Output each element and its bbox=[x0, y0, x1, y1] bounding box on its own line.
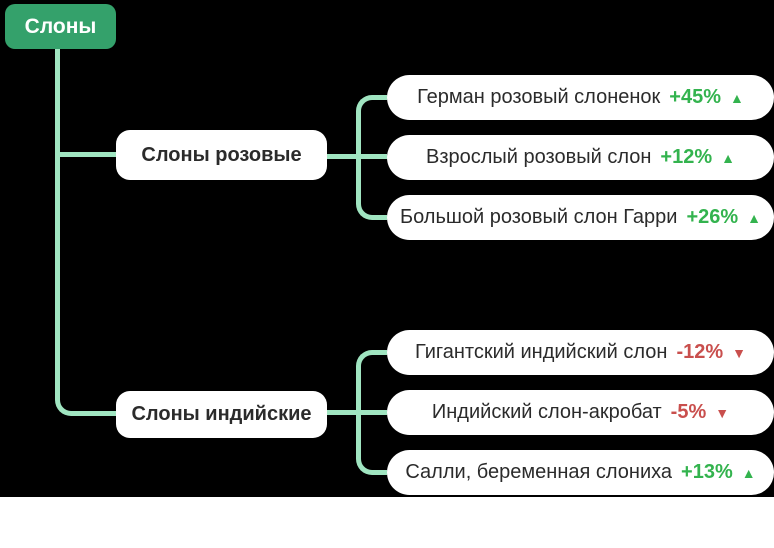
change-value: +12% bbox=[660, 146, 713, 168]
up-triangle-icon: ▲ bbox=[730, 89, 744, 106]
leaf-label: Герман розовый слоненок bbox=[417, 86, 661, 108]
root-node-label: Слоны bbox=[24, 14, 97, 38]
leaf-node-big-pink-harry: Большой розовый слон Гарри +26% ▲ bbox=[387, 195, 774, 240]
leaf-label: Индийский слон-акробат bbox=[431, 401, 662, 423]
leaf-node-sally: Салли, беременная слониха +13% ▲ bbox=[387, 450, 774, 495]
up-triangle-icon: ▲ bbox=[721, 149, 735, 166]
down-triangle-icon: ▼ bbox=[715, 404, 730, 421]
branch-node-indian: Слоны индийские bbox=[116, 391, 327, 438]
leaf-node-giant-indian: Гигантский индийский слон -12% ▼ bbox=[387, 330, 774, 375]
branch-node-indian-label: Слоны индийские bbox=[131, 403, 312, 425]
leaf-node-adult-pink: Взрослый розовый слон +12% ▲ bbox=[387, 135, 774, 180]
change-value: -12% bbox=[676, 341, 724, 363]
bracket-connector-indian bbox=[356, 350, 387, 475]
change-value: +13% bbox=[681, 461, 733, 483]
leaf-label: Салли, беременная слониха bbox=[405, 461, 673, 483]
leaf-label: Взрослый розовый слон bbox=[426, 146, 652, 168]
leaf-label: Гигантский индийский слон bbox=[415, 341, 668, 363]
branch-node-pink: Слоны розовые bbox=[116, 130, 327, 180]
root-node: Слоны bbox=[5, 4, 116, 49]
down-triangle-icon: ▼ bbox=[732, 344, 746, 361]
bottom-white-band bbox=[0, 497, 774, 548]
bracket-connector-pink bbox=[356, 95, 387, 220]
up-triangle-icon: ▲ bbox=[747, 209, 762, 226]
leaf-node-acrobat: Индийский слон-акробат -5% ▼ bbox=[387, 390, 774, 435]
branch-connector-pink bbox=[55, 152, 116, 157]
branch-node-pink-label: Слоны розовые bbox=[141, 143, 302, 166]
change-value: -5% bbox=[670, 401, 707, 423]
change-value: +26% bbox=[686, 206, 739, 228]
leaf-node-german: Герман розовый слоненок +45% ▲ bbox=[387, 75, 774, 120]
up-triangle-icon: ▲ bbox=[741, 464, 756, 481]
leaf-label: Большой розовый слон Гарри bbox=[399, 206, 678, 228]
change-value: +45% bbox=[669, 86, 721, 108]
trunk-connector bbox=[55, 49, 116, 416]
